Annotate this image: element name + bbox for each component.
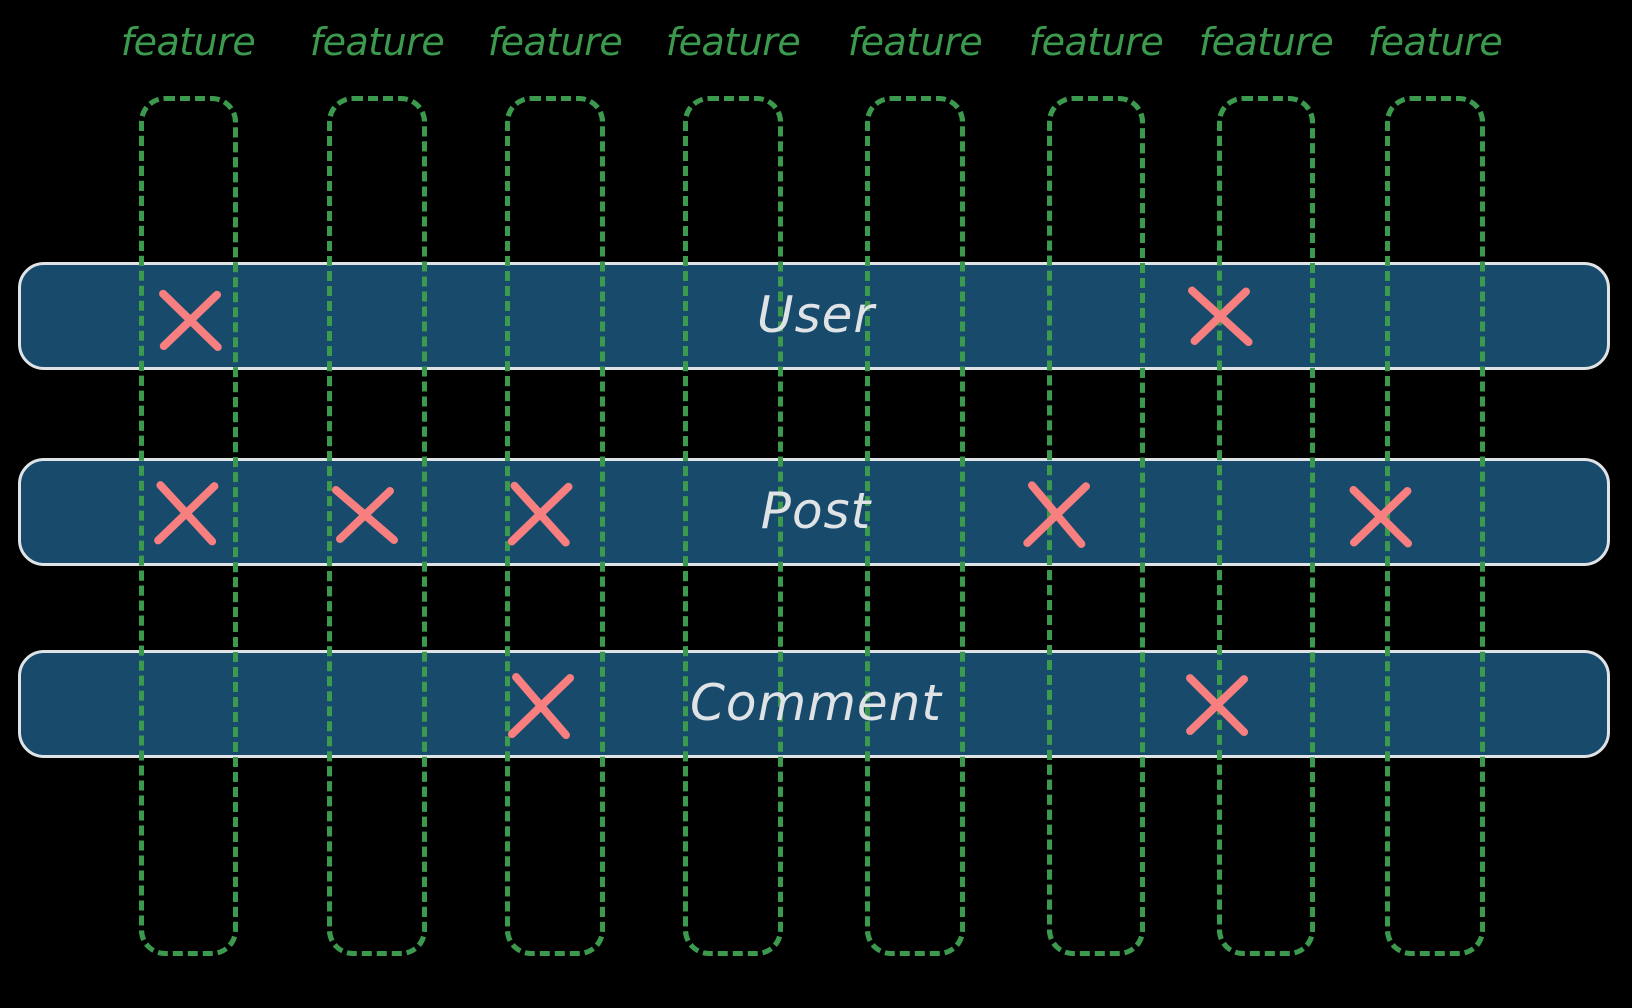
feature-column-overlay-4 (683, 96, 783, 956)
entity-bar-user[interactable] (18, 262, 1610, 370)
feature-header-label-2: feature (309, 20, 445, 64)
feature-column-overlay-1 (139, 96, 238, 956)
feature-column-overlay-6 (1047, 96, 1145, 956)
feature-header-label-5: feature (847, 20, 983, 64)
feature-column-overlay-8 (1385, 96, 1485, 956)
feature-header-label-6: feature (1028, 20, 1164, 64)
feature-column-overlay-5 (865, 96, 965, 956)
entity-bar-comment[interactable] (18, 650, 1610, 758)
feature-header-label-1: feature (120, 20, 256, 64)
entity-bar-post[interactable] (18, 458, 1610, 566)
feature-header-label-8: feature (1367, 20, 1503, 64)
feature-header-label-7: feature (1198, 20, 1334, 64)
feature-header-label-3: feature (487, 20, 623, 64)
feature-column-overlay-2 (327, 96, 427, 956)
feature-column-overlay-3 (505, 96, 605, 956)
feature-column-overlay-7 (1217, 96, 1315, 956)
feature-header-label-4: feature (665, 20, 801, 64)
